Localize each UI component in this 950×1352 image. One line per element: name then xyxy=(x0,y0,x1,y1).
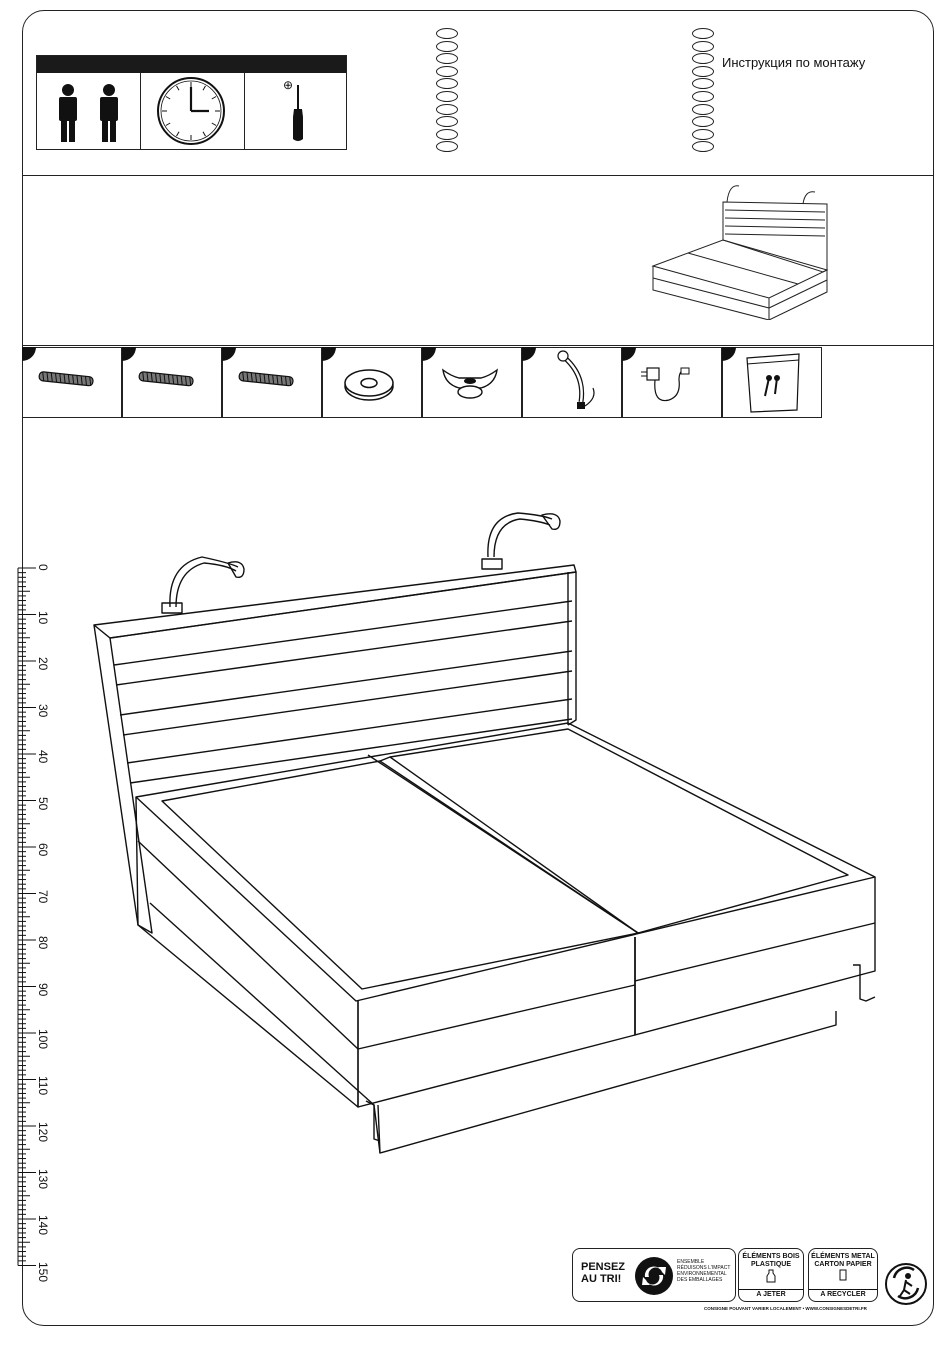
metal-carton-title: ÉLÉMENTS METAL CARTON PAPIER xyxy=(809,1253,877,1269)
language-oval xyxy=(692,28,714,39)
can-icon xyxy=(837,1269,849,1281)
bois-plastique-box: ÉLÉMENTS BOIS PLASTIQUE A JETER xyxy=(738,1248,804,1302)
ruler-label: 0 xyxy=(36,564,50,571)
a-recycler-text: A RECYCLER xyxy=(809,1289,877,1299)
ruler-label: 10 xyxy=(36,611,50,624)
language-ovals-left xyxy=(436,28,460,154)
ruler-label: 130 xyxy=(36,1169,50,1189)
tool-cell: ⊕ xyxy=(244,73,348,149)
part-cell xyxy=(22,347,122,418)
ruler-label: 120 xyxy=(36,1122,50,1142)
part-cell xyxy=(722,347,822,418)
divider-preview xyxy=(22,345,934,346)
ruler-ticks xyxy=(16,562,36,1272)
language-oval xyxy=(436,78,458,89)
part-cell xyxy=(522,347,622,418)
language-oval xyxy=(692,53,714,64)
language-oval xyxy=(692,66,714,77)
ruler-label: 60 xyxy=(36,843,50,856)
part-cell xyxy=(422,347,522,418)
requirements-header-bar xyxy=(37,56,346,73)
a-jeter-text: A JETER xyxy=(739,1289,803,1299)
language-oval xyxy=(436,141,458,152)
bottle-icon xyxy=(764,1269,778,1283)
ruler-label: 140 xyxy=(36,1215,50,1235)
ruler-label: 80 xyxy=(36,936,50,949)
divider-header xyxy=(22,175,934,176)
ruler-label: 20 xyxy=(36,657,50,670)
emballages-text: DES EMBALLAGES xyxy=(677,1277,730,1283)
language-oval xyxy=(692,41,714,52)
consigne-text: CONSIGNE POUVANT VARIER LOCALEMENT • WWW… xyxy=(704,1306,867,1312)
language-oval xyxy=(436,129,458,140)
ruler-label: 150 xyxy=(36,1262,50,1282)
bois-plastique-title: ÉLÉMENTS BOIS PLASTIQUE xyxy=(739,1253,803,1269)
people-cell xyxy=(37,73,140,149)
language-oval xyxy=(692,78,714,89)
ruler-label: 100 xyxy=(36,1029,50,1049)
bed-main-illustration xyxy=(90,505,890,1165)
language-oval xyxy=(692,129,714,140)
pensez-au-tri-box: PENSEZ AU TRI! ENSEMBLE RÉDUISONS L'IMPA… xyxy=(572,1248,736,1302)
pensez-text: PENSEZ xyxy=(581,1261,625,1273)
person-icon xyxy=(37,73,137,149)
ruler-label: 30 xyxy=(36,704,50,717)
clock-icon xyxy=(141,73,243,149)
threaded-rod-icon xyxy=(23,406,123,423)
ruler-label: 40 xyxy=(36,750,50,763)
language-oval xyxy=(692,116,714,127)
language-oval xyxy=(436,104,458,115)
threaded-rod-icon xyxy=(123,406,223,423)
language-oval xyxy=(436,91,458,102)
phillips-symbol: ⊕ xyxy=(283,78,293,92)
language-oval xyxy=(436,66,458,77)
part-cell xyxy=(322,347,422,418)
ruler-label: 110 xyxy=(36,1076,50,1095)
language-oval xyxy=(436,116,458,127)
screw-bag-icon xyxy=(723,406,823,423)
language-oval xyxy=(692,91,714,102)
requirements-table: ⊕ xyxy=(36,55,347,150)
metal-carton-box: ÉLÉMENTS METAL CARTON PAPIER A RECYCLER xyxy=(808,1248,878,1302)
part-cell xyxy=(222,347,322,418)
power-adapter-icon xyxy=(623,406,723,423)
phillips-screwdriver-icon xyxy=(245,73,345,149)
part-cell xyxy=(122,347,222,418)
language-ovals-right xyxy=(692,28,716,154)
time-cell xyxy=(140,73,244,149)
recycle-person-icon xyxy=(884,1258,928,1308)
triman-arrows-icon xyxy=(633,1255,675,1297)
recycling-info-block: PENSEZ AU TRI! ENSEMBLE RÉDUISONS L'IMPA… xyxy=(572,1248,882,1310)
language-oval xyxy=(692,104,714,115)
language-oval xyxy=(692,141,714,152)
washer-icon xyxy=(323,406,423,423)
language-oval xyxy=(436,28,458,39)
language-oval xyxy=(436,41,458,52)
bed-preview-illustration xyxy=(645,180,845,320)
ruler-label: 90 xyxy=(36,983,50,996)
language-oval xyxy=(436,53,458,64)
reading-lamp-icon xyxy=(523,406,623,423)
ruler-label: 50 xyxy=(36,797,50,810)
part-cell xyxy=(622,347,722,418)
au-tri-text: AU TRI! xyxy=(581,1273,625,1285)
threaded-rod-icon xyxy=(223,406,323,423)
page-title: Инструкция по монтажу xyxy=(722,55,865,70)
wing-nut-icon xyxy=(423,406,523,423)
ruler-label: 70 xyxy=(36,890,50,903)
